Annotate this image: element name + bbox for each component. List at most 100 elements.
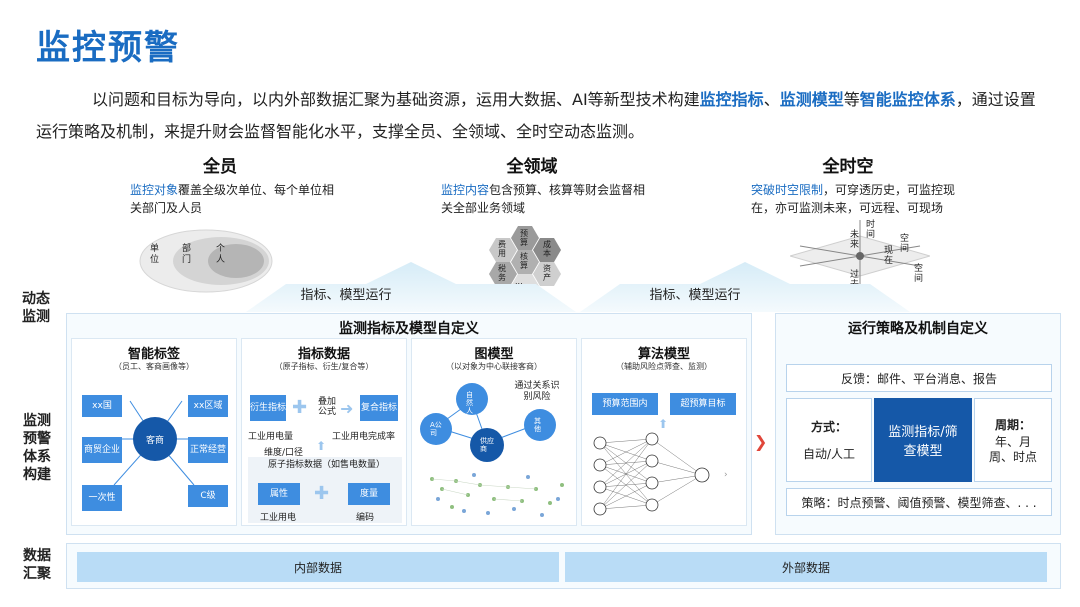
cycle-value: 年、月周、时点: [988, 434, 1037, 464]
elec-amount: 工业用电量: [248, 432, 294, 442]
dimension-desc-text: 覆盖全级次单位、每个单位相关部门及人员: [130, 183, 335, 215]
panel-title: 运行策略及机制自定义: [848, 321, 988, 337]
dimension-desc-highlight: 监控内容: [441, 183, 490, 197]
spacetime-now: 现在: [884, 246, 894, 266]
tag-normal: 正常经营: [188, 437, 228, 463]
node-other: 其他: [534, 417, 541, 433]
side-label-data: 数据汇聚: [23, 548, 51, 582]
tag-connectors: [113, 400, 195, 486]
intro-text: ，通过设置运行策略及机制，来提升财会监督智能化水平，支撑全员、全领域、全时空动态…: [36, 90, 1036, 141]
venn-inner-label: 个人: [216, 244, 226, 265]
chevron-right-icon: ❯: [754, 432, 768, 451]
card-subtitle: （员工、客商画像等）: [114, 362, 194, 371]
arrow-right-icon: ➜: [340, 399, 354, 418]
venn-outer-label: 单位: [150, 244, 160, 265]
plus-icon: ✚: [314, 483, 330, 504]
monitor-model-panel: 监测指标及模型自定义 智能标签 （员工、客商画像等） 客商 xx国 xx区域 商…: [66, 313, 752, 535]
industrial-elec: 工业用电: [260, 513, 297, 523]
intro-highlight: 监控指标: [699, 90, 764, 109]
elec-rate: 工业用电完成率: [332, 432, 396, 442]
svg-text:›: ›: [724, 470, 728, 480]
dimension-head-domain: 全领域: [506, 157, 558, 177]
dimension-desc-text: 包含预算、核算等财会监督相关全部业务领域: [441, 183, 646, 215]
overlay-formula: 叠加公式: [318, 397, 337, 417]
spacetime-time: 时间: [866, 220, 876, 240]
intro-text: 等: [843, 90, 860, 109]
dimension-head-staff: 全员: [203, 157, 237, 177]
arrow-up-icon: ⬆: [658, 417, 669, 431]
card-title: 智能标签: [127, 347, 180, 362]
dimension-head-spacetime: 全时空: [822, 157, 874, 177]
dimension-desc-highlight: 监控对象: [130, 183, 179, 197]
measure-box: 度量: [348, 483, 390, 505]
tag-country: xx国: [82, 395, 122, 417]
arrow-band-left: [246, 262, 576, 312]
plus-icon: ✚: [292, 397, 308, 418]
node-a-company: A公司: [430, 421, 442, 437]
page-title: 监控预警: [36, 28, 180, 68]
method-label: 方式：: [810, 420, 847, 434]
hexagon-cluster: [489, 226, 561, 292]
graph-model-card: 图模型 （以对象为中心联接客商） 自然人: [411, 338, 577, 526]
external-data-bar: 外部数据: [565, 552, 1047, 582]
card-subtitle: （辅助风险点筛查、监测）: [616, 362, 712, 371]
card-title: 指标数据: [297, 347, 350, 362]
hex-label-accounting: 核算: [520, 252, 528, 270]
hex-label-expense: 费用: [498, 240, 506, 258]
dimension-desc-domain: 监控内容包含预算、核算等财会监督相关全部业务领域: [441, 181, 646, 217]
tag-trade: 商贸企业: [82, 437, 122, 463]
atomic-box: 原子指标数据（如售电数量） 属性 ✚ 度量 工业用电 编码: [248, 457, 402, 523]
over-budget-box: 超预算目标: [670, 393, 736, 415]
spacetime-future: 未来: [850, 230, 860, 250]
smart-tag-card: 智能标签 （员工、客商画像等） 客商 xx国 xx区域 商贸企业 正常经营 一次…: [71, 338, 237, 526]
center-model-box: 监测指标/筛查模型: [874, 398, 972, 482]
intro-highlight: 监测模型: [779, 90, 844, 109]
intro-paragraph: 以问题和目标为导向，以内外部数据汇聚为基础资源，运用大数据、AI等新型技术构建监…: [36, 84, 1046, 148]
spacetime-space-1: 空间: [900, 234, 910, 254]
cycle-box: 周期： 年、月周、时点: [974, 398, 1052, 482]
cycle-label: 周期：: [994, 417, 1031, 432]
algorithm-model-card: 算法模型 （辅助风险点筛查、监测） 预算范围内 超预算目标 ⬆ ›: [581, 338, 747, 526]
hex-label-tax: 税务: [498, 264, 506, 282]
internal-data-bar: 内部数据: [77, 552, 559, 582]
code-label: 编码: [356, 513, 375, 523]
tag-grade: C级: [188, 485, 228, 507]
hex-label-more: ...: [515, 277, 523, 286]
node-natural-person: 自然人: [466, 391, 473, 415]
neural-network: ›: [593, 432, 728, 516]
hex-label-budget: 预算: [520, 229, 528, 247]
hex-label-asset: 资产: [543, 264, 551, 282]
method-box: 方式： 自动/人工: [786, 398, 872, 482]
spacetime-space-2: 空间: [914, 264, 924, 284]
card-subtitle: （原子指标、衍生/复合等）: [274, 362, 374, 371]
panel-title: 监测指标及模型自定义: [339, 321, 479, 337]
atomic-data: 原子指标数据（如售电数量）: [268, 460, 386, 470]
dimension-desc-staff: 监控对象覆盖全级次单位、每个单位相关部门及人员: [130, 181, 335, 217]
arrow-label-right: 指标、模型运行: [649, 288, 741, 303]
compound-indicator: 复合指标: [360, 395, 398, 421]
dimension-desc-highlight: 突破时空限制: [751, 183, 824, 197]
attribute-box: 属性: [258, 483, 300, 505]
within-budget-box: 预算范围内: [592, 393, 658, 415]
strategy-panel: 运行策略及机制自定义 反馈：邮件、平台消息、报告 方式： 自动/人工 监测指标/…: [775, 313, 1061, 535]
card-title: 图模型: [474, 347, 514, 362]
side-label-dynamic: 动态监测: [22, 291, 50, 325]
tag-once: 一次性: [82, 485, 122, 511]
tag-region: xx区域: [188, 395, 228, 417]
arrow-up-icon: ⬆: [316, 439, 327, 453]
dimension-desc-text: ，可穿透历史，可监控现在，亦可监测未来，可远程、可现场: [751, 183, 956, 215]
intro-text: 、: [763, 90, 780, 109]
venn-diagram: [139, 229, 273, 293]
dimension-caliber: 维度/口径: [264, 448, 304, 458]
spacetime-diagram: [790, 220, 930, 288]
intro-text: 以问题和目标为导向，以内外部数据汇聚为基础资源，运用大数据、AI等新型技术构建: [92, 90, 700, 109]
dimension-desc-spacetime: 突破时空限制，可穿透历史，可监控现在，亦可监测未来，可远程、可现场: [751, 181, 966, 217]
node-supplier: 供应商: [480, 437, 494, 453]
card-title: 算法模型: [637, 347, 690, 362]
strategy-box: 策略：时点预警、阈值预警、模型筛查、. . .: [786, 488, 1052, 516]
method-value: 自动/人工: [802, 447, 856, 461]
venn-middle-label: 部门: [182, 244, 192, 265]
indicator-card: 指标数据 （原子指标、衍生/复合等） 衍生指标 ✚ 叠加公式 ➜ 复合指标 工业…: [241, 338, 407, 526]
tag-center: 客商: [146, 436, 165, 446]
side-label-system: 监测预警体系构建: [23, 413, 51, 483]
